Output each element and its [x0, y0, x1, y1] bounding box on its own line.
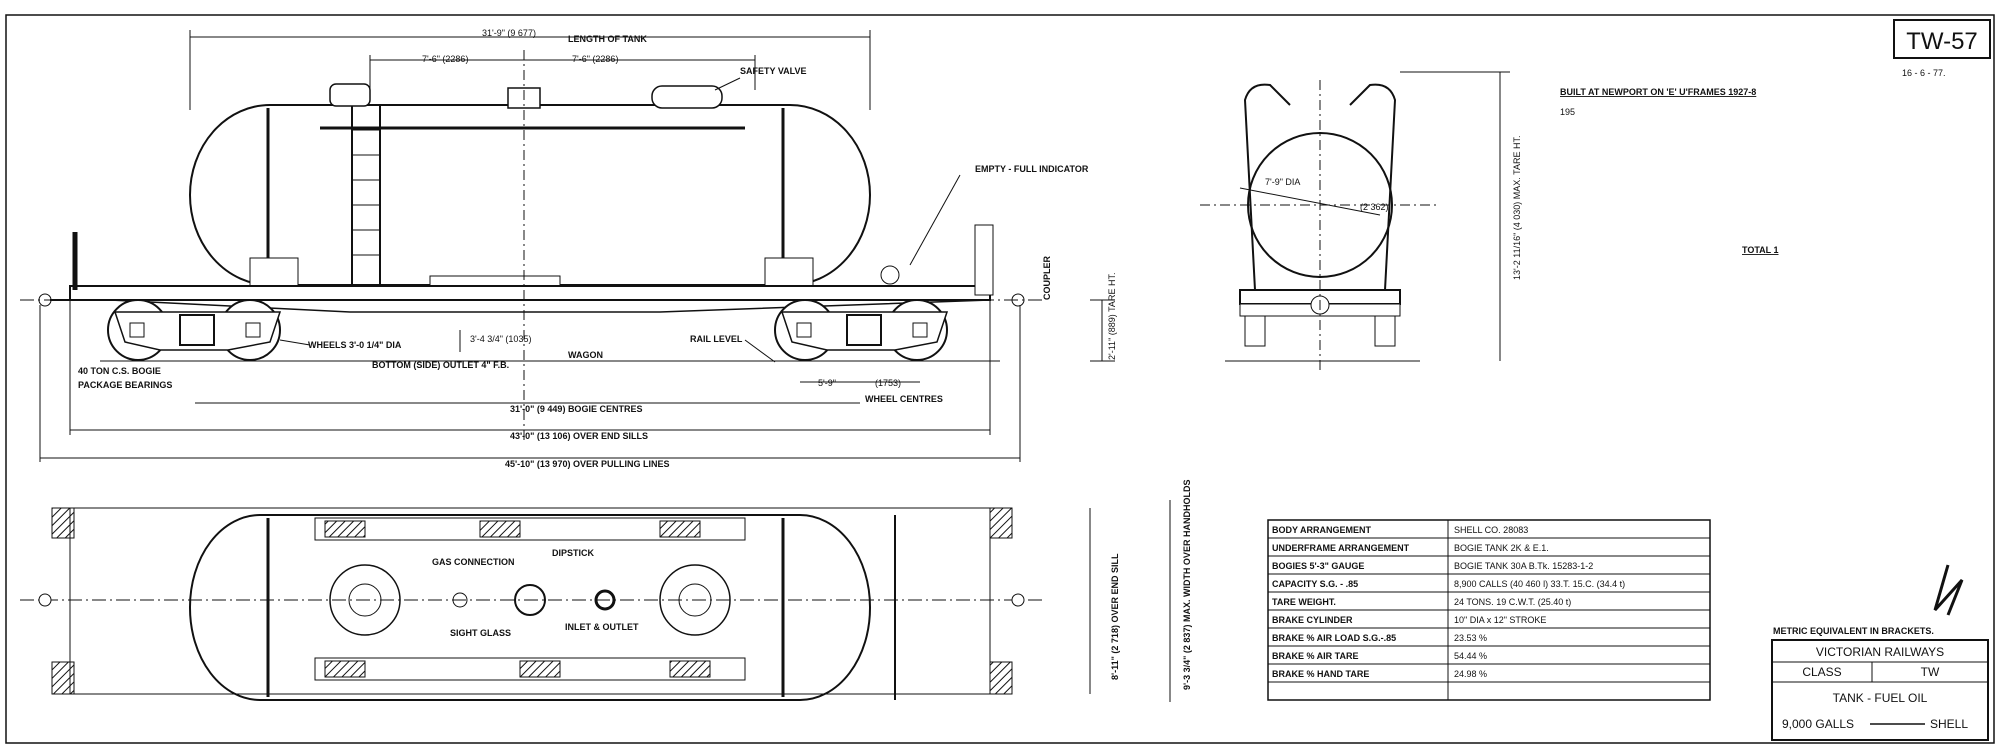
- spec-row-value: BOGIE TANK 2K & E.1.: [1454, 543, 1549, 553]
- plan-view: GAS CONNECTION DIPSTICK SIGHT GLASS INLE…: [20, 480, 1192, 702]
- spec-row-label: BODY ARRANGEMENT: [1272, 525, 1372, 535]
- built-number: 195: [1560, 107, 1575, 117]
- label-bogie: 40 TON C.S. BOGIE: [78, 366, 161, 376]
- side-elevation: 31'-9" (9 677) LENGTH OF TANK 7'-6" (228…: [20, 28, 1117, 469]
- dim-half-left: 7'-6" (2286): [422, 54, 468, 64]
- spec-row-value: 23.53 %: [1454, 633, 1487, 643]
- dim-wheel-base-metric: (1753): [875, 378, 901, 388]
- spec-row-label: BRAKE CYLINDER: [1272, 615, 1353, 625]
- spec-row-value: SHELL CO. 28083: [1454, 525, 1528, 535]
- label-bottom-outlet: BOTTOM (SIDE) OUTLET 4" F.B.: [372, 360, 509, 370]
- dim-length-of-tank: 31'-9" (9 677): [482, 28, 536, 38]
- title-type: TANK - FUEL OIL: [1833, 691, 1928, 705]
- notes: TW-57 16 - 6 - 77. BUILT AT NEWPORT ON '…: [1560, 19, 1991, 636]
- spec-row-value: 24.98 %: [1454, 669, 1487, 679]
- spec-row-value: 10" DIA x 12" STROKE: [1454, 615, 1546, 625]
- dim-tare-height: 2'-11" (889) TARE HT.: [1107, 273, 1117, 360]
- label-dipstick: DIPSTICK: [552, 548, 595, 558]
- label-length-of-tank: LENGTH OF TANK: [568, 34, 647, 44]
- dim-end-sill-width: 8'-11" (2 718) OVER END SILL: [1110, 553, 1120, 680]
- drawing-number-box: [1893, 19, 1991, 59]
- label-safety-valve: SAFETY VALVE: [740, 66, 807, 76]
- title-class-value: TW: [1921, 665, 1940, 679]
- bogie-left: [107, 299, 282, 361]
- label-rail-level: RAIL LEVEL: [690, 334, 743, 344]
- spec-row-value: 24 TONS. 19 C.W.T. (25.40 t): [1454, 597, 1571, 607]
- label-wheel-centres: WHEEL CENTRES: [865, 394, 943, 404]
- spec-row-label: BRAKE % AIR TARE: [1272, 651, 1359, 661]
- dim-over-pulling-lines: 45'-10" (13 970) OVER PULLING LINES: [505, 459, 669, 469]
- underframe: [69, 285, 991, 301]
- spec-row-label: UNDERFRAME ARRANGEMENT: [1272, 543, 1410, 553]
- label-sight-glass: SIGHT GLASS: [450, 628, 511, 638]
- label-empty-full-indicator: EMPTY - FULL INDICATOR: [975, 164, 1089, 174]
- label-wheels: WHEELS 3'-0 1/4" DIA: [308, 340, 402, 350]
- bogie-right: [774, 299, 949, 361]
- dim-over-end-sills: 43'-0" (13 106) OVER END SILLS: [510, 431, 648, 441]
- title-class-label: CLASS: [1802, 665, 1841, 679]
- sheet-border: [5, 14, 1995, 744]
- title-owner: SHELL: [1930, 717, 1968, 731]
- drawing-number: TW-57: [1906, 28, 1978, 55]
- spec-row-value: 54.44 %: [1454, 651, 1487, 661]
- end-view: 7'-9" DIA (2 362) 13'-2 11/16" (4 030) M…: [1200, 71, 1522, 370]
- metric-note: METRIC EQUIVALENT IN BRACKETS.: [1773, 626, 1934, 636]
- label-package-bearings: PACKAGE BEARINGS: [78, 380, 172, 390]
- spec-row-value: BOGIE TANK 30A B.Tk. 15283-1-2: [1454, 561, 1593, 571]
- ladder: [351, 106, 381, 285]
- label-gas-connection: GAS CONNECTION: [432, 557, 515, 567]
- label-coupler: COUPLER: [1042, 255, 1052, 300]
- title-railway: VICTORIAN RAILWAYS: [1816, 645, 1944, 659]
- dim-outlet-drop: 3'-4 3/4" (1035): [470, 334, 531, 344]
- built-note: BUILT AT NEWPORT ON 'E' U'FRAMES 1927-8: [1560, 87, 1756, 97]
- dim-wheel-base: 5'-9": [818, 378, 836, 388]
- dim-bogie-centres: 31'-0" (9 449) BOGIE CENTRES: [510, 404, 642, 414]
- label-wagon: WAGON: [568, 350, 603, 360]
- dim-half-right: 7'-6" (2286): [572, 54, 618, 64]
- spec-row-label: CAPACITY S.G. - .85: [1272, 579, 1358, 589]
- signature-mark: [1933, 564, 1964, 616]
- dim-max-tare-height: 13'-2 11/16" (4 030) MAX. TARE HT.: [1512, 136, 1522, 280]
- spec-table: BODY ARRANGEMENT SHELL CO. 28083UNDERFRAM…: [1267, 519, 1711, 701]
- total-note: TOTAL 1: [1742, 245, 1779, 255]
- label-inlet-outlet: INLET & OUTLET: [565, 622, 639, 632]
- label-tank-dia: 7'-9" DIA: [1265, 177, 1300, 187]
- spec-row-label: TARE WEIGHT.: [1272, 597, 1336, 607]
- spec-row-label: BRAKE % AIR LOAD S.G.-.85: [1272, 633, 1396, 643]
- drawing-date: 16 - 6 - 77.: [1902, 68, 1946, 78]
- spec-row-label: BRAKE % HAND TARE: [1272, 669, 1369, 679]
- dim-max-width: 9'-3 3/4" (2 837) MAX. WIDTH OVER HANDHO…: [1182, 480, 1192, 690]
- spec-row-label: BOGIES 5'-3" GAUGE: [1272, 561, 1364, 571]
- label-tank-dia-metric: (2 362): [1360, 202, 1389, 212]
- title-capacity: 9,000 GALLS: [1782, 717, 1854, 731]
- title-block: VICTORIAN RAILWAYS CLASS TW TANK - FUEL …: [1771, 639, 1989, 741]
- spec-row-value: 8,900 CALLS (40 460 l) 33.T. 15.C. (34.4…: [1454, 579, 1625, 589]
